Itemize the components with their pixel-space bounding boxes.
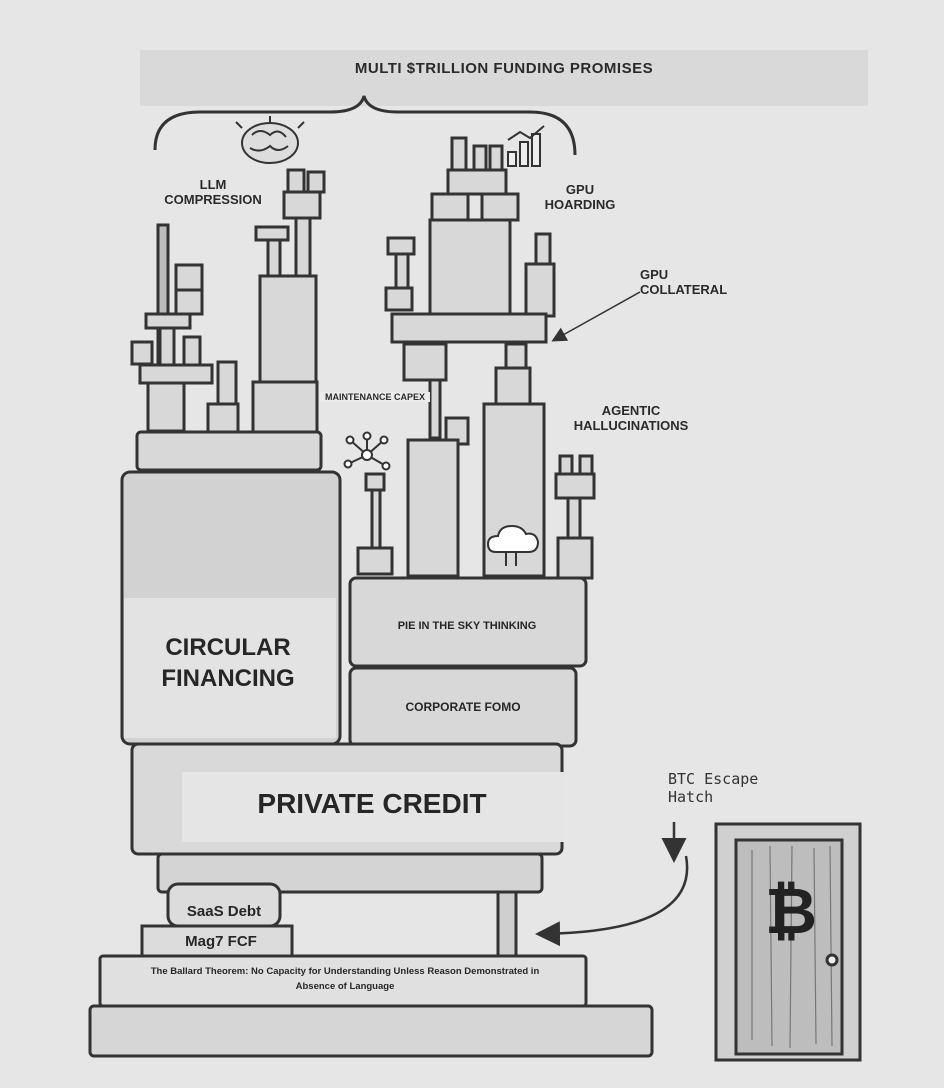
pie-in-the-sky-block xyxy=(348,576,588,668)
pie-in-the-sky-label: PIE IN THE SKY THINKING xyxy=(397,620,537,632)
circular-financing-label: CIRCULAR FINANCING xyxy=(161,634,295,693)
cloud-icon xyxy=(486,524,540,566)
private-credit-label: PRIVATE CREDIT xyxy=(257,788,487,819)
escape-curve-arrow xyxy=(535,855,689,947)
brain-icon xyxy=(235,116,305,164)
bitcoin-icon: ₿ xyxy=(764,875,818,949)
support-post xyxy=(496,890,518,958)
page-title: MULTI $TRILLION FUNDING PROMISES xyxy=(354,60,654,77)
main-stack xyxy=(88,470,654,1058)
btc-escape-label: BTC Escape Hatch xyxy=(668,770,759,806)
ground-slab xyxy=(88,1004,654,1058)
funding-brace xyxy=(153,95,577,156)
header-banner xyxy=(140,50,868,106)
mag7-fcf-label: Mag7 FCF xyxy=(185,933,257,950)
label-gpu-hoarding: GPU HOARDING xyxy=(538,182,622,213)
mag7-fcf-block xyxy=(140,924,294,958)
ballard-theorem-label: The Ballard Theorem: No Capacity for Und… xyxy=(150,966,540,993)
left-tower xyxy=(130,168,326,472)
door-knob xyxy=(825,953,839,967)
saas-debt-label: SaaS Debt xyxy=(186,903,262,920)
label-llm-compression: LLM COMPRESSION xyxy=(158,177,268,208)
escape-door xyxy=(714,822,862,1062)
gpu-collateral-arrow xyxy=(551,291,641,342)
network-icon xyxy=(343,431,391,471)
bar-chart-icon xyxy=(507,125,545,167)
label-maintenance-capex: MAINTENANCE CAPEX xyxy=(320,392,430,403)
corporate-fomo-label: CORPORATE FOMO xyxy=(405,700,521,714)
label-agentic-hallucinations: AGENTIC HALLUCINATIONS xyxy=(573,403,689,433)
label-gpu-collateral: GPU COLLATERAL xyxy=(640,267,728,297)
